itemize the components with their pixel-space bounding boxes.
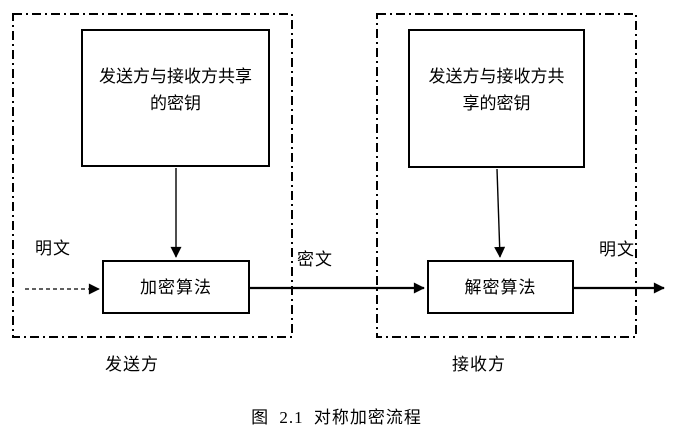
sender-group-label: 发送方 [105, 355, 159, 374]
figure-caption: 图 2.1 对称加密流程 [251, 408, 422, 427]
receiver-key-box-line2: 享的密钥 [462, 94, 531, 113]
sender-key-box: 发送方与接收方共享 的密钥 [81, 29, 270, 167]
decryption-algorithm-label: 解密算法 [464, 277, 537, 297]
encryption-algorithm-box: 加密算法 [102, 260, 250, 314]
ciphertext-label: 密文 [297, 250, 333, 269]
encryption-algorithm-label: 加密算法 [140, 277, 212, 297]
receiver-group-label: 接收方 [452, 355, 506, 374]
sender-container-border [12, 13, 293, 338]
receiver-key-box: 发送方与接收方共 享的密钥 [408, 29, 585, 168]
receiver-container-border [376, 13, 637, 338]
sender-key-box-line1: 发送方与接收方共享 [99, 67, 252, 86]
receiver-key-box-line1: 发送方与接收方共 [428, 67, 565, 86]
plaintext-input-label: 明文 [35, 239, 71, 258]
sender-key-box-line2: 的密钥 [150, 94, 201, 113]
receiver-key-arrow [494, 168, 506, 258]
plaintext-output-label: 明文 [599, 240, 635, 259]
decryption-algorithm-box: 解密算法 [427, 260, 574, 314]
